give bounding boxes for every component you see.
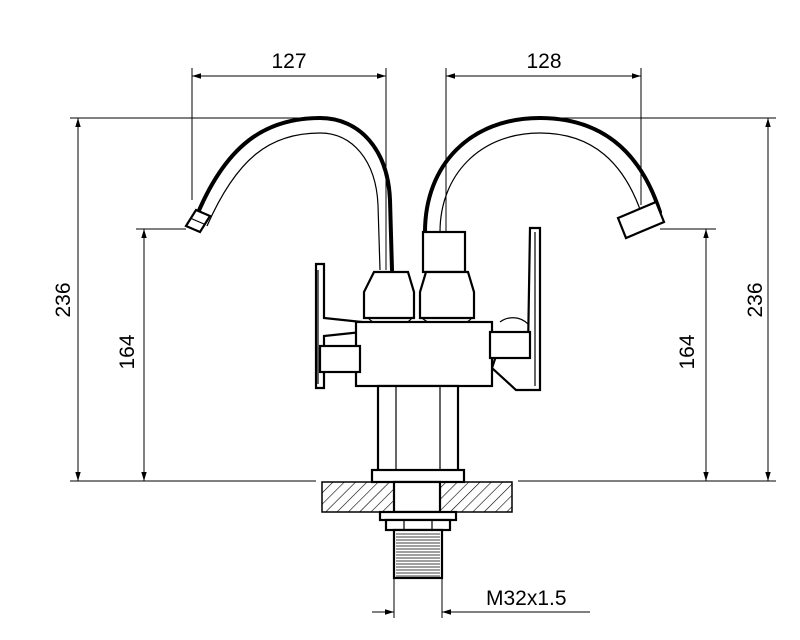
right-handle — [490, 226, 542, 392]
dimension-left-236: 236 — [52, 118, 81, 481]
threaded-shank — [392, 528, 444, 580]
right-valve-cap — [418, 270, 476, 328]
dimension-label-right-236: 236 — [744, 282, 767, 317]
valve-block — [354, 320, 494, 388]
dimension-label-127: 127 — [271, 50, 306, 73]
right-spout-tip — [616, 200, 666, 240]
dimension-left-164: 164 — [116, 229, 147, 481]
right-spout — [421, 115, 666, 274]
dimension-right-164: 164 — [676, 229, 709, 481]
dimension-label-thread: M32x1.5 — [486, 587, 567, 610]
column — [376, 384, 460, 474]
reference-lines — [70, 117, 776, 482]
countertop-section — [321, 480, 513, 514]
faucet-body — [318, 317, 532, 484]
dimension-label-left-236: 236 — [52, 282, 75, 317]
dimension-label-right-164: 164 — [676, 334, 699, 369]
dimension-label-128: 128 — [526, 50, 561, 73]
right-spout-collar — [421, 230, 467, 274]
left-valve-cap — [362, 270, 416, 328]
dimension-thread: M32x1.5 — [372, 578, 590, 618]
dimension-label-left-164: 164 — [116, 334, 139, 369]
dimension-right-236: 236 — [744, 118, 771, 481]
dimension-127: 127 — [191, 50, 387, 270]
left-spout — [184, 115, 394, 272]
dimension-128: 128 — [445, 50, 642, 232]
base-flange — [370, 468, 466, 484]
mounting-nut — [378, 510, 458, 532]
